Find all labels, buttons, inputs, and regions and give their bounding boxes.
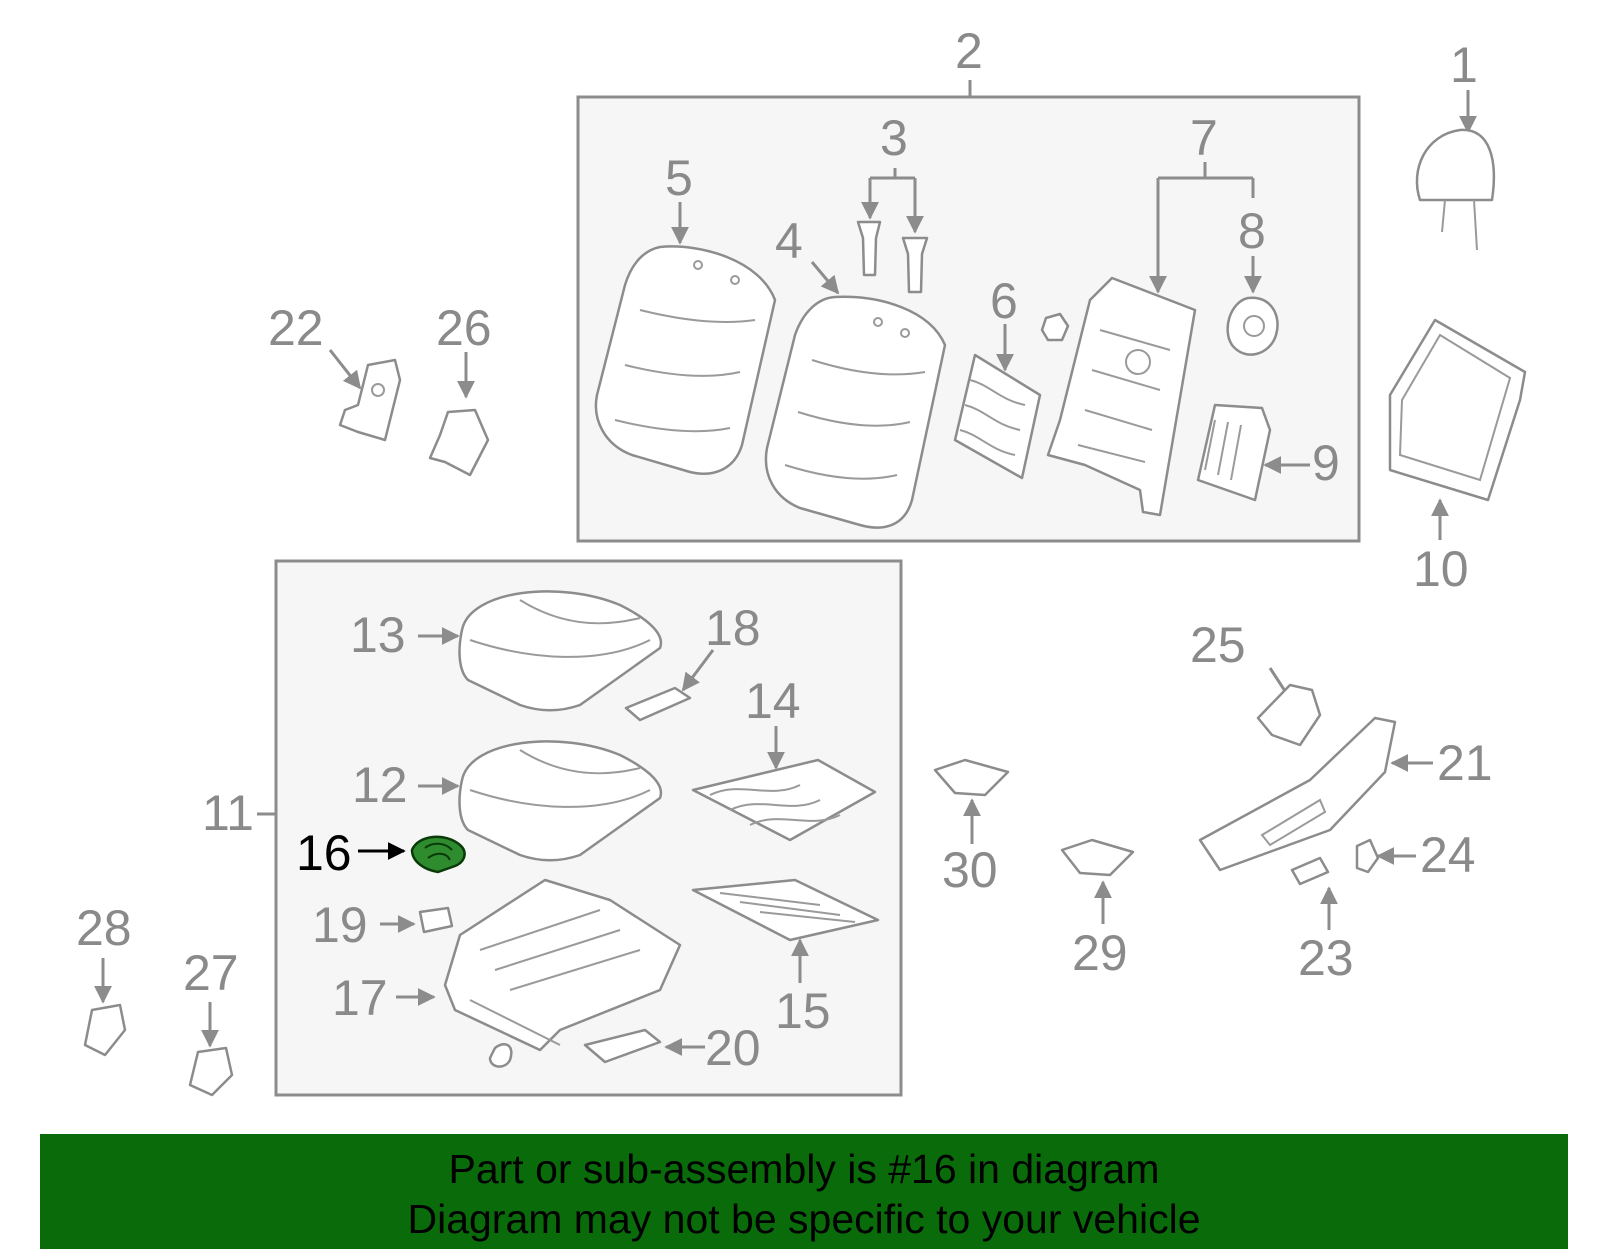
part-29-bracket[interactable] [1060,838,1135,877]
part-5-back-cover[interactable] [594,245,777,475]
callout-1: 1 [1450,37,1478,93]
callout-11: 11 [202,785,254,841]
part-6-lumbar[interactable] [953,353,1042,480]
callout-18: 18 [705,600,761,656]
callout-21: 21 [1437,735,1493,791]
part-7-back-frame[interactable] [1046,276,1197,517]
callout-17: 17 [332,970,388,1026]
part-13-cushion-cover[interactable] [458,590,663,712]
part-21-side-shield[interactable] [1198,716,1397,872]
part-18-trim[interactable] [624,686,692,722]
callout-25: 25 [1190,617,1246,673]
callout-12: 12 [352,757,408,813]
callout-7: 7 [1190,110,1218,166]
callout-16: 16 [296,825,352,881]
part-15-board[interactable] [691,878,880,942]
callout-10: 10 [1413,541,1469,597]
part-3-guides[interactable] [856,220,929,294]
info-banner: Part or sub-assembly is #16 in diagram D… [40,1134,1568,1249]
callout-4: 4 [775,213,803,269]
banner-line-2: Diagram may not be specific to your vehi… [407,1196,1201,1242]
banner-line-1: Part or sub-assembly is #16 in diagram [448,1146,1160,1192]
part-10-back-board[interactable] [1388,318,1527,502]
part-20-module[interactable] [583,1028,662,1064]
part-9-panel[interactable] [1196,403,1272,502]
callout-20: 20 [705,1020,761,1076]
part-28-cover[interactable] [83,1003,127,1057]
callout-30: 30 [942,842,998,898]
part-4-back-pad[interactable] [764,295,947,529]
nut[interactable] [1040,312,1070,342]
part-27-cover[interactable] [188,1046,234,1097]
part-12-cushion-pad[interactable] [458,740,663,862]
callout-13: 13 [350,607,406,663]
callout-2: 2 [955,23,983,79]
callout-9: 9 [1312,435,1340,491]
part-1-headrest[interactable] [1415,128,1496,251]
part-23-knob[interactable] [1290,856,1330,886]
callout-5: 5 [665,150,693,206]
part-24-knob[interactable] [1355,838,1380,874]
part-19-switch[interactable] [418,906,454,934]
part-8-recliner[interactable] [1226,296,1279,356]
callout-14: 14 [745,673,801,729]
callout-22: 22 [268,300,324,356]
callout-19: 19 [312,897,368,953]
part-16-highlighted[interactable] [410,835,466,874]
callout-8: 8 [1238,203,1266,259]
part-22-cover[interactable] [338,358,402,442]
callout-3: 3 [880,110,908,166]
part-17-seat-frame[interactable] [443,878,682,1068]
callout-26: 26 [436,300,492,356]
callout-29: 29 [1072,925,1128,981]
callout-6: 6 [990,273,1018,329]
callout-27: 27 [183,945,239,1001]
part-14-heater-mat[interactable] [691,758,877,842]
part-25-cover[interactable] [1256,683,1322,747]
part-30-bracket[interactable] [933,758,1010,797]
callout-23: 23 [1298,930,1354,986]
callout-28: 28 [76,900,132,956]
part-26-cover[interactable] [428,408,490,477]
callout-15: 15 [775,983,831,1039]
callout-24: 24 [1420,827,1476,883]
